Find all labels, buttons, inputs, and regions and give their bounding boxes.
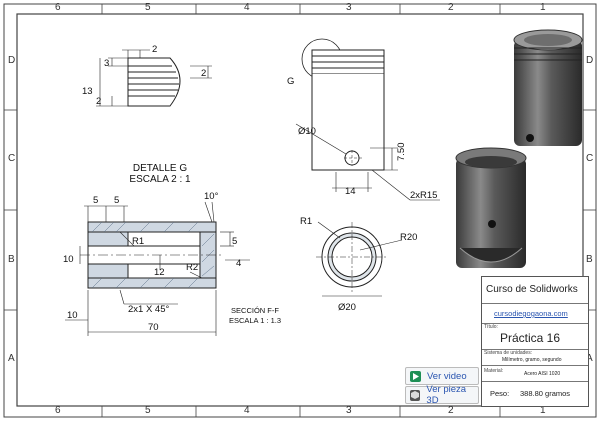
website-link[interactable]: cursodiegogaona.com bbox=[494, 309, 568, 318]
zone-row-a-right: A bbox=[586, 353, 593, 364]
watch-video-label: Ver video bbox=[427, 370, 467, 382]
zone-row-b-left: B bbox=[8, 254, 15, 265]
title-block-web-row: cursodiegogaona.com bbox=[482, 303, 588, 324]
zone-col-3-bottom: 3 bbox=[346, 405, 352, 416]
front-label-g: G bbox=[287, 76, 294, 87]
detail-g-caption: DETALLE G ESCALA 2 : 1 bbox=[110, 163, 210, 185]
end-dim-r1: R1 bbox=[300, 216, 312, 227]
section-dim-4: 4 bbox=[236, 258, 241, 269]
title-block-course-row: Curso de Solidworks bbox=[482, 277, 588, 304]
zone-col-4-top: 4 bbox=[244, 2, 250, 13]
section-dim-5-left: 5 bbox=[93, 195, 98, 206]
zone-col-2-top: 2 bbox=[448, 2, 454, 13]
title-block-weight-row: Peso: 388.80 gramos bbox=[482, 381, 588, 406]
zone-row-d-left: D bbox=[8, 55, 16, 66]
front-view bbox=[295, 38, 440, 201]
zone-col-1-bottom: 1 bbox=[540, 405, 546, 416]
section-ff-title: SECCIÓN F-F bbox=[231, 306, 279, 315]
view-3d-part-label: Ver pieza 3D bbox=[426, 384, 467, 406]
zone-col-4-bottom: 4 bbox=[244, 405, 250, 416]
zone-row-c-left: C bbox=[8, 153, 16, 164]
zone-col-2-bottom: 2 bbox=[448, 405, 454, 416]
weight-label: Peso: bbox=[490, 389, 510, 398]
title-block-units-row: Sistema de unidades: Milímetro, gramo, s… bbox=[482, 349, 588, 366]
section-dim-angle: 10° bbox=[204, 191, 219, 202]
units-label: Sistema de unidades: bbox=[484, 350, 533, 356]
title-block-title-row: Título: Práctica 16 bbox=[482, 323, 588, 350]
end-dim-phi20: Ø20 bbox=[338, 302, 356, 313]
front-dim-2xr15: 2xR15 bbox=[410, 190, 437, 201]
zone-col-6-bottom: 6 bbox=[55, 405, 61, 416]
material-label: Material: bbox=[484, 368, 504, 374]
zone-col-5-bottom: 5 bbox=[145, 405, 151, 416]
play-icon bbox=[410, 370, 421, 382]
title-block: Curso de Solidworks cursodiegogaona.com … bbox=[481, 276, 589, 407]
detail-g-view bbox=[96, 49, 212, 107]
weight-value: 388.80 gramos bbox=[520, 389, 571, 398]
zone-col-6-top: 6 bbox=[55, 2, 61, 13]
title-label: Título: bbox=[484, 324, 498, 330]
zone-row-d-right: D bbox=[586, 55, 594, 66]
front-dim-7-50: 7.50 bbox=[396, 143, 407, 162]
sheet-frame bbox=[3, 3, 597, 418]
section-ff-scale: ESCALA 1 : 1.3 bbox=[228, 316, 282, 325]
zone-row-b-right: B bbox=[586, 254, 593, 265]
3d-render-top bbox=[513, 29, 583, 146]
end-dim-r20: R20 bbox=[400, 232, 417, 243]
section-dim-10-left: 10 bbox=[67, 310, 78, 321]
section-dim-r2: R2 bbox=[186, 262, 198, 273]
zone-col-1-top: 1 bbox=[540, 2, 546, 13]
section-ff-view bbox=[65, 201, 250, 336]
detail-dim-2-right: 2 bbox=[201, 68, 206, 79]
front-dim-14: 14 bbox=[345, 186, 356, 197]
section-dim-10-bore: 10 bbox=[63, 254, 74, 265]
section-dim-chamfer: 2x1 X 45° bbox=[128, 304, 169, 315]
section-dim-5-right: 5 bbox=[114, 195, 119, 206]
section-dim-70: 70 bbox=[148, 322, 159, 333]
3d-render-bottom bbox=[455, 147, 527, 268]
section-ff-caption: SECCIÓN F-F ESCALA 1 : 1.3 bbox=[215, 306, 295, 326]
zone-row-c-right: C bbox=[586, 153, 594, 164]
detail-g-title: DETALLE G bbox=[132, 163, 188, 174]
zone-col-3-top: 3 bbox=[346, 2, 352, 13]
section-dim-5-side: 5 bbox=[232, 236, 237, 247]
section-dim-r1: R1 bbox=[132, 236, 144, 247]
watch-video-button[interactable]: Ver video bbox=[405, 367, 479, 385]
course-name: Curso de Solidworks bbox=[486, 284, 578, 295]
detail-dim-3: 3 bbox=[104, 58, 109, 69]
view-3d-part-button[interactable]: Ver pieza 3D bbox=[405, 384, 479, 406]
cube-3d-icon bbox=[410, 389, 421, 401]
units-value: Milímetro, gramo, segundo bbox=[502, 357, 562, 363]
zone-row-a-left: A bbox=[8, 353, 15, 364]
end-view bbox=[316, 221, 403, 297]
detail-g-scale: ESCALA 2 : 1 bbox=[129, 174, 191, 185]
detail-dim-13: 13 bbox=[82, 86, 93, 97]
detail-dim-2-top: 2 bbox=[152, 44, 157, 55]
zone-col-5-top: 5 bbox=[145, 2, 151, 13]
front-dim-phi10: Ø10 bbox=[298, 126, 316, 137]
section-dim-12: 12 bbox=[154, 267, 165, 278]
title-block-material-row: Material: Acero AISI 1020 bbox=[482, 365, 588, 382]
material-value: Acero AISI 1020 bbox=[524, 371, 561, 377]
detail-dim-2-bottom: 2 bbox=[96, 96, 101, 107]
drawing-title: Práctica 16 bbox=[500, 331, 561, 345]
